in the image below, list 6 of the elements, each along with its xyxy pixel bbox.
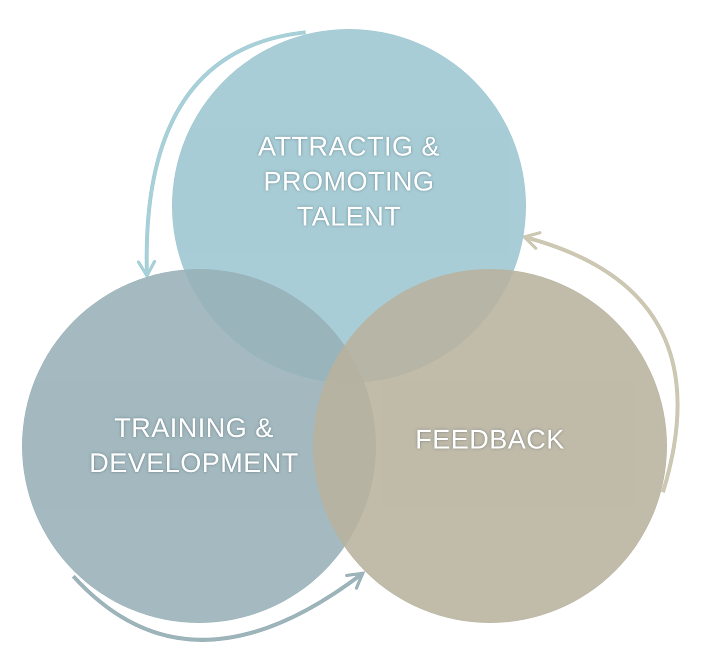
circle-label: ATTRACTIG & PROMOTING TALENT	[256, 130, 441, 234]
circle-label: FEEDBACK	[414, 423, 566, 456]
curved-arrow	[137, 30, 306, 278]
curved-arrow	[72, 572, 364, 642]
circle-label: TRAINING & DEVELOPMENT	[88, 412, 300, 480]
curved-arrow	[522, 232, 680, 493]
